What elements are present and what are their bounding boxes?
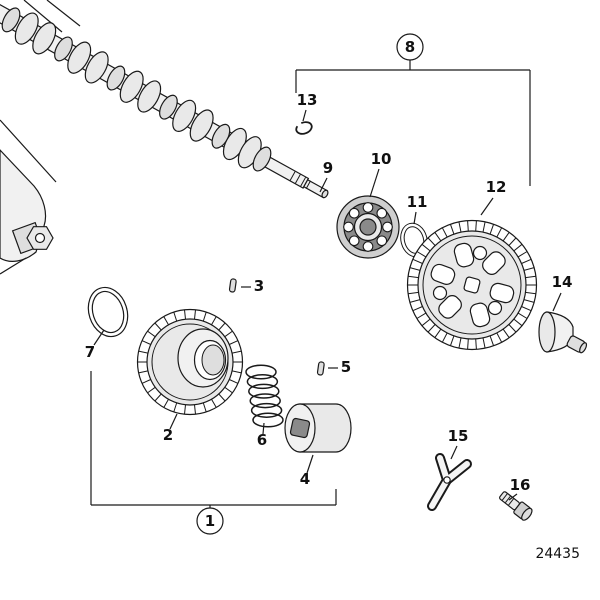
retaining-clip xyxy=(295,121,313,135)
part-label-16: 16 xyxy=(510,476,531,494)
group-bracket-8: 8 xyxy=(295,33,531,186)
ball-bearing xyxy=(336,195,400,259)
balance-weights xyxy=(430,242,515,328)
part-label-14: 14 xyxy=(552,273,573,291)
part-label-13: 13 xyxy=(297,91,318,109)
idler-gear-teeth xyxy=(137,309,243,415)
part-label-4: 4 xyxy=(300,470,310,488)
balance-gear xyxy=(406,219,538,351)
part-label-3: 3 xyxy=(254,277,264,295)
callouts: 2 3 4 5 6 7 9 10 11 12 13 14 15 16 xyxy=(85,91,573,494)
balance-gear-teeth xyxy=(407,220,537,350)
bushing xyxy=(284,403,352,453)
drawing-number: 24435 xyxy=(535,546,580,562)
roll-pin-upper xyxy=(228,278,237,293)
o-ring-large xyxy=(87,286,129,338)
part-label-12: 12 xyxy=(486,178,507,196)
part-label-1: 1 xyxy=(205,512,215,530)
part-label-10: 10 xyxy=(371,150,392,168)
part-label-11: 11 xyxy=(407,193,428,211)
part-label-5: 5 xyxy=(341,358,351,376)
part-label-8: 8 xyxy=(405,38,415,56)
part-label-15: 15 xyxy=(448,427,469,445)
part-label-9: 9 xyxy=(323,159,333,177)
part-label-7: 7 xyxy=(85,343,95,361)
camshaft xyxy=(0,1,329,199)
spring-coils xyxy=(245,364,284,428)
group-bracket-1: 1 xyxy=(90,371,337,535)
idler-gear xyxy=(136,308,244,416)
part-label-2: 2 xyxy=(163,426,173,444)
end-cap xyxy=(538,311,588,354)
engine-block-fragment xyxy=(0,0,81,275)
leader-lines xyxy=(93,109,562,501)
roll-pin-lower xyxy=(316,361,325,376)
bearing-balls xyxy=(343,202,393,252)
fork-lever xyxy=(427,453,472,511)
part-label-6: 6 xyxy=(257,431,267,449)
